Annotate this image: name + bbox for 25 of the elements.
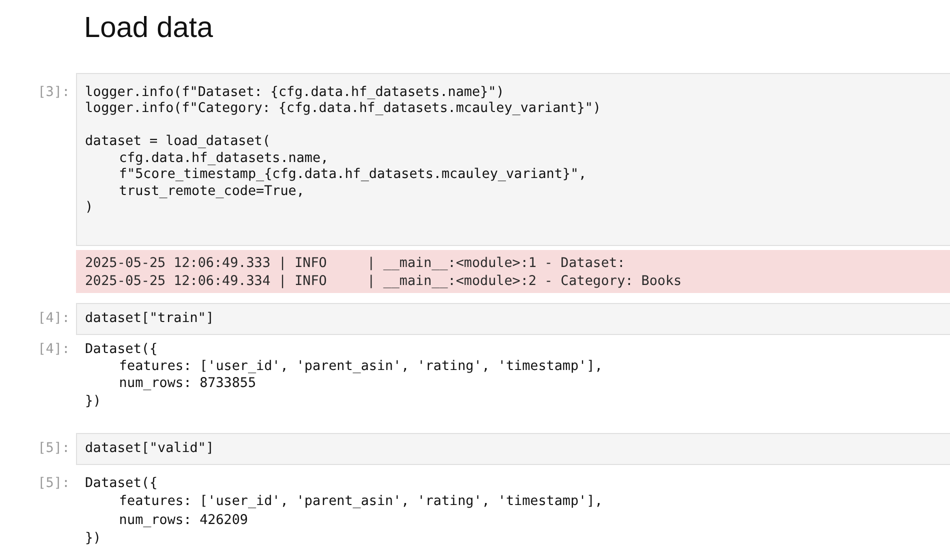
code-line: dataset = load_dataset(	[85, 134, 270, 150]
code-line: cfg.data.hf_datasets.name,	[119, 151, 329, 167]
code-line: trust_remote_code=True,	[119, 184, 304, 200]
code-line: logger.info(f"Category: {cfg.data.hf_datasets.mcauley_variant}")	[85, 101, 601, 117]
output-line: Dataset({	[85, 342, 158, 358]
output-line: num_rows: 8733855	[119, 376, 256, 392]
code-line: )	[85, 200, 94, 216]
cell-prompt: [5]:	[36, 476, 70, 492]
output-line: features: ['user_id', 'parent_asin', 'rating', 'timestamp'],	[119, 494, 603, 510]
log-line: 2025-05-25 12:06:49.334 | INFO | __main__:<module>:2 - Category: Books	[85, 274, 682, 290]
cell-prompt: [5]:	[36, 441, 70, 457]
output-line: })	[85, 531, 102, 547]
log-line: 2025-05-25 12:06:49.333 | INFO | __main__:<module>:1 - Dataset:	[85, 256, 626, 272]
code-line: dataset["train"]	[85, 311, 214, 327]
section-heading: Load data	[84, 12, 214, 45]
code-line: dataset["valid"]	[85, 441, 214, 457]
cell-prompt: [3]:	[36, 85, 70, 101]
code-line: f"5core_timestamp_{cfg.data.hf_datasets.mcauley_variant}",	[119, 167, 587, 183]
output-line: })	[85, 394, 102, 410]
output-line: num_rows: 426209	[119, 513, 248, 529]
code-line: logger.info(f"Dataset: {cfg.data.hf_datasets.name}")	[85, 85, 504, 101]
cell-prompt: [4]:	[36, 311, 70, 327]
output-line: Dataset({	[85, 476, 158, 492]
output-line: features: ['user_id', 'parent_asin', 'rating', 'timestamp'],	[119, 359, 603, 375]
cell-prompt: [4]:	[36, 342, 70, 358]
